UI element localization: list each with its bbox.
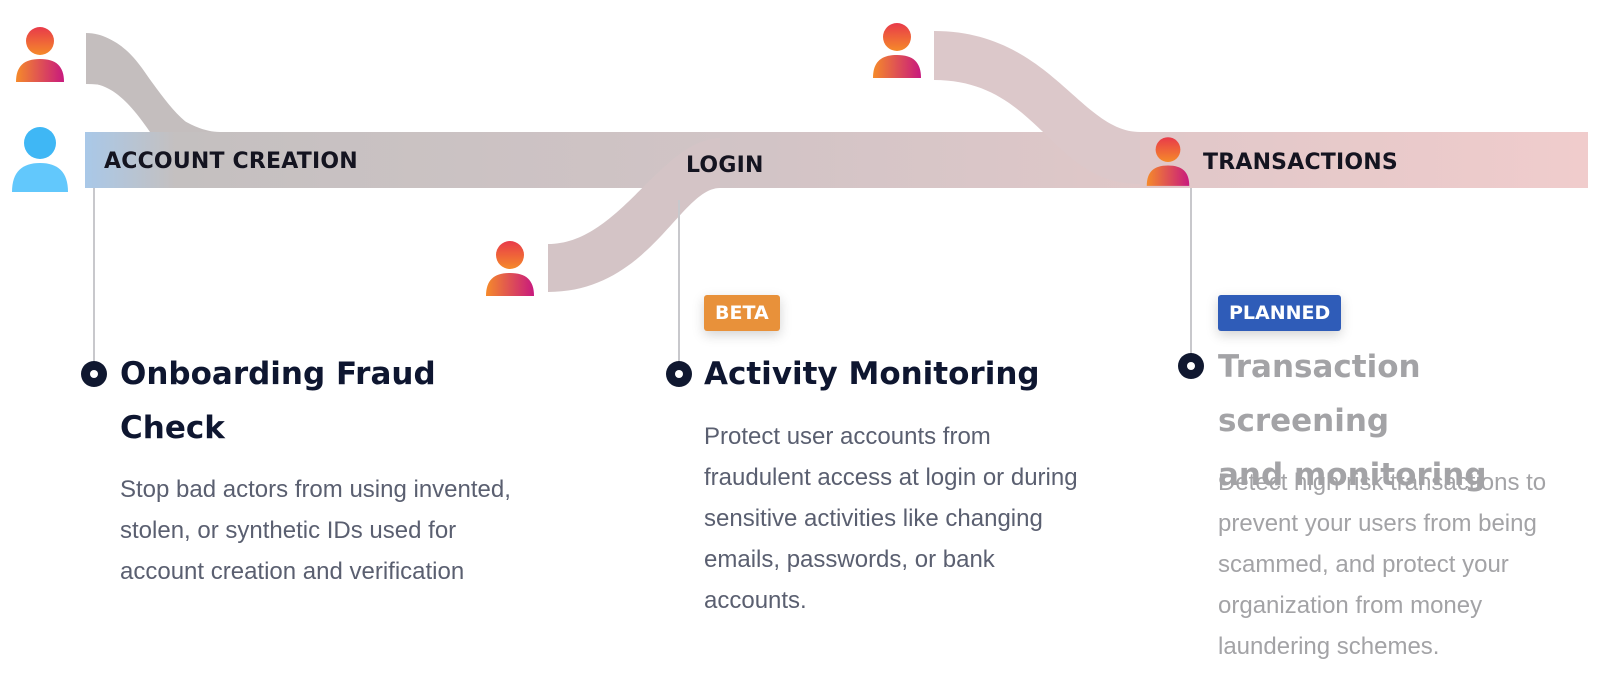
feature-title-line: Check [120, 410, 225, 446]
user-icon-fraud [14, 26, 66, 84]
feature-title-line: and monitoring [1218, 457, 1487, 493]
feature-description: Stop bad actors from using invented, sto… [120, 476, 511, 585]
timeline-dot-activity [666, 361, 692, 387]
feature-title: Transaction screening and monitoring [1218, 340, 1601, 502]
stage-label-transactions: TRANSACTIONS [1203, 150, 1398, 175]
journey-band [85, 132, 1588, 188]
connector-line-activity [678, 200, 680, 366]
stage-label-account-creation: ACCOUNT CREATION [104, 149, 358, 174]
user-icon-good [10, 126, 70, 194]
feature-title: Onboarding Fraud Check [120, 347, 436, 455]
connector-line-onboarding [93, 188, 95, 366]
user-icon-fraud [871, 22, 923, 80]
timeline-dot-transactions [1178, 353, 1204, 379]
fraud-path-account-shape [86, 33, 205, 132]
feature-description: Protect user accounts from fraudulent ac… [704, 423, 1078, 614]
status-badge-planned: PLANNED [1218, 295, 1342, 331]
feature-title-line: Onboarding Fraud [120, 356, 436, 392]
connector-line-transactions [1190, 188, 1192, 360]
user-icon-fraud [1145, 136, 1191, 188]
user-icon-fraud [484, 240, 536, 298]
feature-description: Detect high risk transactions to prevent… [1218, 469, 1547, 660]
stage-label-login: LOGIN [686, 153, 764, 178]
fraud-path-transactions [934, 31, 1140, 184]
feature-title-line: Transaction screening [1218, 349, 1421, 439]
timeline-dot-onboarding [81, 361, 107, 387]
fraud-path-login [548, 138, 720, 292]
feature-title: Activity Monitoring [704, 356, 1040, 392]
status-badge-beta: BETA [704, 295, 780, 331]
